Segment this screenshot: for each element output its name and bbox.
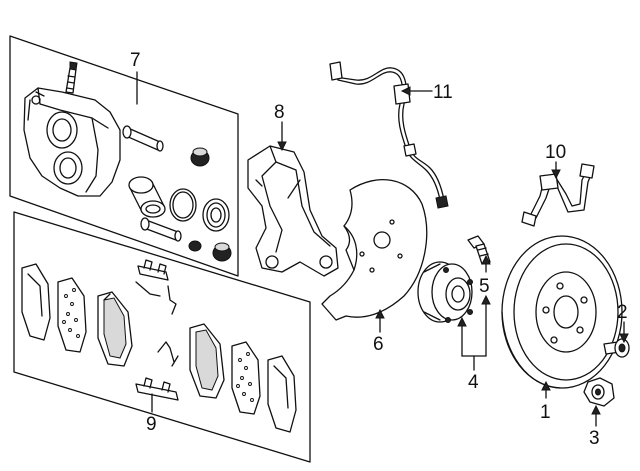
pad-backing-left	[57, 277, 87, 353]
pin-boot-upper	[190, 147, 210, 167]
callout-4: 4	[468, 372, 479, 393]
caliper-kit-panel	[9, 35, 239, 277]
brake-hose	[521, 163, 595, 227]
rotor-screw	[603, 338, 630, 358]
callout-labels: 7 8 11 10 5 6 4 1 2 3 9	[130, 50, 628, 449]
caliper-body	[23, 87, 121, 197]
hub-nut	[583, 377, 615, 407]
callout-1: 1	[540, 402, 551, 423]
brake-pad-right	[189, 323, 225, 399]
callout-7: 7	[130, 50, 141, 71]
caliper-bracket	[247, 145, 339, 277]
pad-shim-right	[267, 355, 297, 433]
guide-pin-lower	[140, 217, 182, 242]
leader-lines	[136, 71, 629, 427]
pad-clip-upper	[137, 259, 169, 281]
pin-boot-lower	[212, 242, 232, 262]
pad-spring-lower	[157, 341, 179, 367]
callout-8: 8	[274, 102, 285, 123]
bleeder-screw	[65, 61, 78, 94]
brake-rotor	[501, 235, 623, 389]
splash-shield	[321, 179, 428, 321]
brake-pad-left	[97, 291, 133, 367]
dust-boot	[202, 198, 230, 232]
pad-backing-right	[231, 341, 261, 415]
piston-seal	[169, 188, 197, 222]
callout-10: 10	[545, 142, 566, 163]
guide-pin-upper	[122, 125, 164, 152]
callout-3: 3	[589, 428, 600, 449]
bushing-small	[188, 240, 202, 252]
callout-9: 9	[146, 414, 157, 435]
pads-kit-panel	[13, 211, 311, 463]
callout-2: 2	[617, 302, 628, 323]
callout-6: 6	[373, 334, 384, 355]
caliper-piston	[128, 176, 166, 218]
pad-clip-lower	[135, 377, 179, 401]
callout-5: 5	[479, 276, 490, 297]
callout-11: 11	[433, 82, 453, 103]
pad-shim-left	[21, 263, 51, 341]
pad-spring-upper	[135, 281, 177, 315]
wheel-hub	[417, 261, 473, 323]
